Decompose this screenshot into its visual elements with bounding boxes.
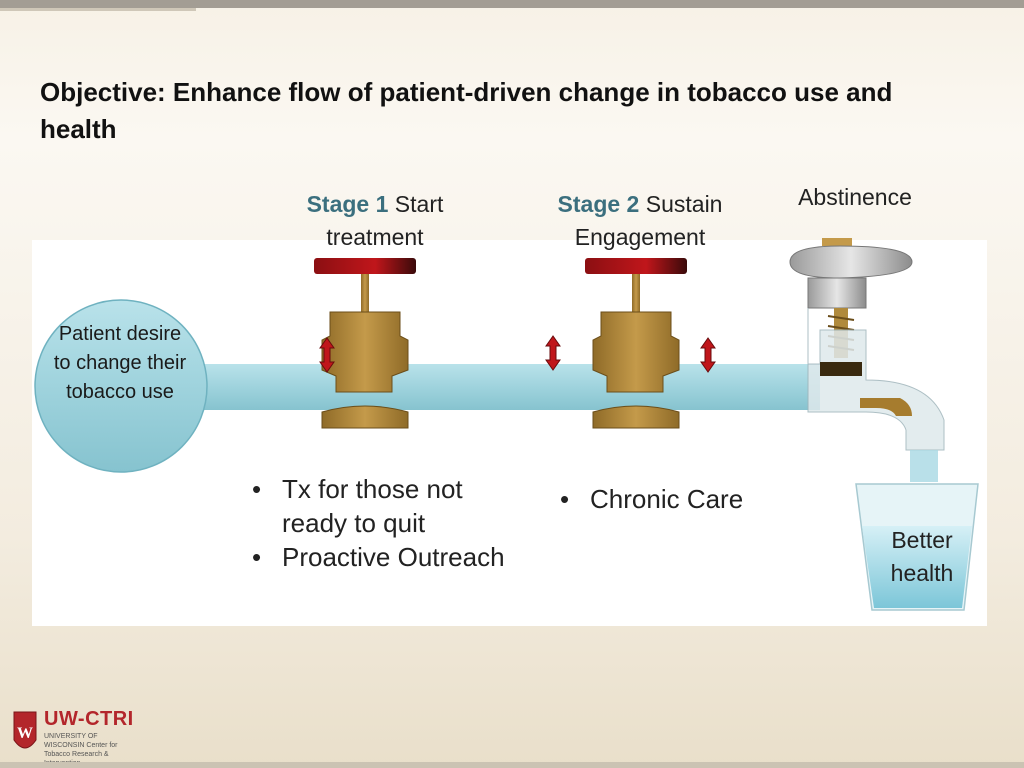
svg-text:W: W: [17, 725, 33, 742]
stage2-bold: Stage 2: [557, 191, 640, 217]
flow-arrow-1: [319, 337, 335, 373]
flow-arrow-3: [700, 337, 716, 373]
water-stream: [910, 450, 938, 482]
top-bar-accent: [0, 8, 196, 11]
valve-stage2: [585, 258, 687, 429]
uw-shield-icon: W: [13, 711, 37, 749]
logo-wordmark: UW-CTRI: [44, 708, 134, 730]
bottom-bar: [0, 762, 1024, 768]
stage1-bullet-list: Tx for those not ready to quit Proactive…: [248, 472, 508, 574]
list-item: Proactive Outreach: [248, 540, 508, 574]
top-bar: [0, 0, 1024, 8]
flow-arrow-2: [545, 335, 561, 371]
patient-desire-label: Patient desire to change their tobacco u…: [53, 323, 187, 403]
faucet: [789, 238, 945, 482]
stage2-label: Stage 2 Sustain Engagement: [540, 188, 740, 254]
slide-title: Objective: Enhance flow of patient-drive…: [40, 77, 893, 144]
patient-desire-reservoir: [34, 299, 208, 473]
stage1-bold: Stage 1: [306, 191, 389, 217]
valve-stage1: [314, 258, 416, 429]
stage1-label: Stage 1 Start treatment: [282, 188, 468, 254]
better-health-label: Better health: [890, 527, 954, 586]
stage2-rest: Sustain Engagement: [574, 191, 723, 250]
list-item: Tx for those not ready to quit: [248, 472, 508, 540]
stage2-bullet-list: Chronic Care: [556, 482, 816, 516]
list-item: Chronic Care: [556, 482, 816, 516]
stage1-rest: Start treatment: [326, 191, 444, 250]
main-pipe: [180, 364, 820, 410]
water-glass: [855, 483, 979, 611]
abstinence-label: Abstinence: [798, 184, 912, 210]
